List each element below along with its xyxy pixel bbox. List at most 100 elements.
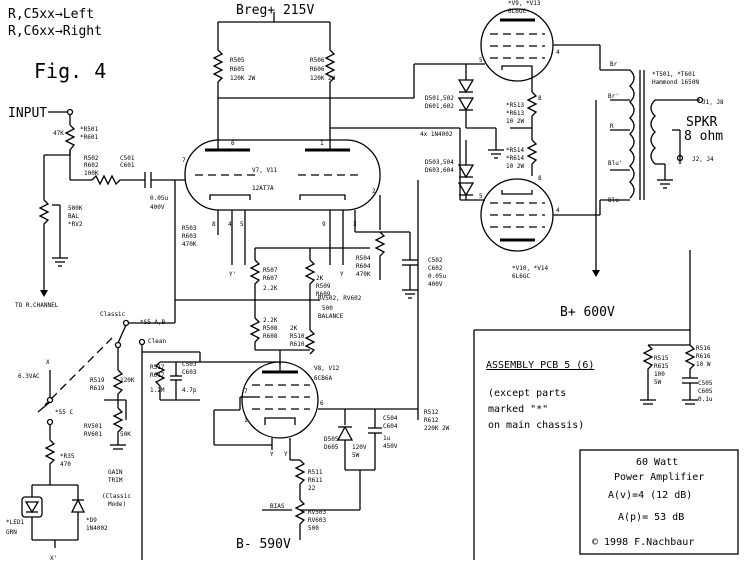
c504-value: 1u xyxy=(383,435,391,442)
led1-label: *LED1 xyxy=(6,519,24,526)
r613-label: *R613 xyxy=(506,110,524,117)
except-note: (except parts xyxy=(488,388,566,399)
title-block xyxy=(579,449,739,555)
r511-label: R511 xyxy=(308,469,323,476)
r517-label: R517 xyxy=(150,364,165,371)
v7-bottom-pins xyxy=(217,210,356,265)
c505-label: C505 xyxy=(698,380,713,387)
output-transformer xyxy=(595,45,700,270)
rv503-label: RV503 xyxy=(308,509,326,516)
bias-label[interactable]: BIAS xyxy=(270,503,285,510)
r505-label: R505 xyxy=(230,57,245,64)
chassis-note: on main chassis) xyxy=(488,420,584,431)
bminus-label: B- 590V xyxy=(236,537,291,552)
legend-left: R,C5xx→Left xyxy=(8,7,94,22)
v10-label: *V10, *V14 xyxy=(512,265,549,272)
r607-label: R607 xyxy=(263,275,278,282)
r513-label: *R513 xyxy=(506,102,524,109)
breg-label: Breg+ 215V xyxy=(236,3,314,18)
switch-s5c[interactable] xyxy=(37,370,54,440)
bal-label: BAL xyxy=(68,213,79,220)
r501-value: 47K xyxy=(53,130,64,137)
output-plate-wiring xyxy=(218,63,485,201)
c504-voltage: 450V xyxy=(383,443,398,450)
r608-label: R608 xyxy=(263,333,278,340)
transformer-type: Hammond 1650N xyxy=(652,79,699,86)
v7-pin1: 1 xyxy=(320,140,324,147)
r506-value: 120K 2W xyxy=(310,75,336,82)
r614-label: *R614 xyxy=(506,155,524,162)
c504-label: C504 xyxy=(383,415,398,422)
d9-type: 1N4002 xyxy=(86,525,108,532)
v9-label: *V9, *V13 xyxy=(508,0,541,7)
r507-label: R507 xyxy=(263,267,278,274)
zener-power: 5W xyxy=(352,452,360,459)
r604-label: R604 xyxy=(356,263,371,270)
v7-pin3: 3 xyxy=(353,221,357,228)
r35-label: *R35 xyxy=(60,453,75,460)
v8-pin6: 6 xyxy=(320,400,324,407)
v8-label: V8, V12 xyxy=(314,365,340,372)
d505-label: D505 xyxy=(324,436,339,443)
bplus-supply xyxy=(473,250,698,560)
c501-value: 0.05u xyxy=(150,195,168,202)
lead-bluprime: Blu' xyxy=(608,160,622,167)
v10-pin5: 5 xyxy=(479,193,483,200)
c501-voltage: 400V xyxy=(150,204,165,211)
c603-label: C603 xyxy=(182,369,197,376)
power-gain: A(p)= 53 dB xyxy=(618,512,684,523)
v10-pin4: 4 xyxy=(556,207,560,214)
lead-br: Br xyxy=(610,61,618,68)
rv601-label: RV601 xyxy=(84,431,102,438)
v9-type: 6L6GC xyxy=(508,8,526,15)
yprime-left: Y' xyxy=(229,271,236,278)
balance-label[interactable]: BALANCE xyxy=(318,313,344,320)
input-label[interactable]: INPUT xyxy=(8,106,47,121)
mode-label: Mode) xyxy=(108,501,126,508)
grid-network xyxy=(142,351,280,401)
r616-label: R616 xyxy=(696,353,711,360)
zener-voltage: 120V xyxy=(352,444,367,451)
r502-label: R502 xyxy=(84,155,99,162)
rv501-value: 50K xyxy=(120,431,131,438)
marked-note: marked "*" xyxy=(488,404,548,415)
voltage-gain: A(v)=4 (12 dB) xyxy=(608,490,692,501)
j1-label: J1, J8 xyxy=(702,99,724,106)
v9-pin5: 5 xyxy=(479,57,483,64)
clean-label: Clean xyxy=(148,338,166,345)
to-rchannel-label: TO R.CHANNEL xyxy=(15,302,59,309)
rv603-label: RV603 xyxy=(308,517,326,524)
rv502-value: 500 xyxy=(322,305,333,312)
tube-v9-6l6gc xyxy=(480,8,600,82)
r615-label: R615 xyxy=(654,363,669,370)
r510-value: 2K xyxy=(290,325,298,332)
speaker-jacks[interactable] xyxy=(676,96,704,162)
r609-label: R609 xyxy=(316,291,331,298)
r504-value: 470K xyxy=(356,271,371,278)
v10-pin8: 8 xyxy=(538,175,542,182)
v8-type: 6CB6A xyxy=(314,375,332,382)
c503-value: 4.7p xyxy=(182,387,197,394)
bias-network xyxy=(262,459,361,540)
v7-pin7: 7 xyxy=(182,157,186,164)
x-label: X xyxy=(46,359,50,366)
diode-count: 4x 1N4002 xyxy=(420,131,453,138)
r516-value: 10 W xyxy=(696,361,711,368)
lead-r: R xyxy=(610,123,614,130)
r508-value: 2.2K xyxy=(263,317,278,324)
v7-pin6: 6 xyxy=(231,140,235,147)
r509-value: 2K xyxy=(316,275,324,282)
gain-label[interactable]: GAIN xyxy=(108,469,123,476)
r605-label: R605 xyxy=(230,66,245,73)
r512-label: R512 xyxy=(424,409,439,416)
c502-label: C502 xyxy=(428,257,443,264)
v10-type: 6L6GC xyxy=(512,273,530,280)
bias-diodes xyxy=(457,64,504,200)
switch-s5ab[interactable] xyxy=(114,300,176,560)
copyright: © 1998 F.Nachbaur xyxy=(592,537,694,548)
r502-value: 100K xyxy=(84,170,99,177)
v9-pin4: 4 xyxy=(556,49,560,56)
r612-label: R612 xyxy=(424,417,439,424)
arrow-down-icon xyxy=(592,270,600,277)
